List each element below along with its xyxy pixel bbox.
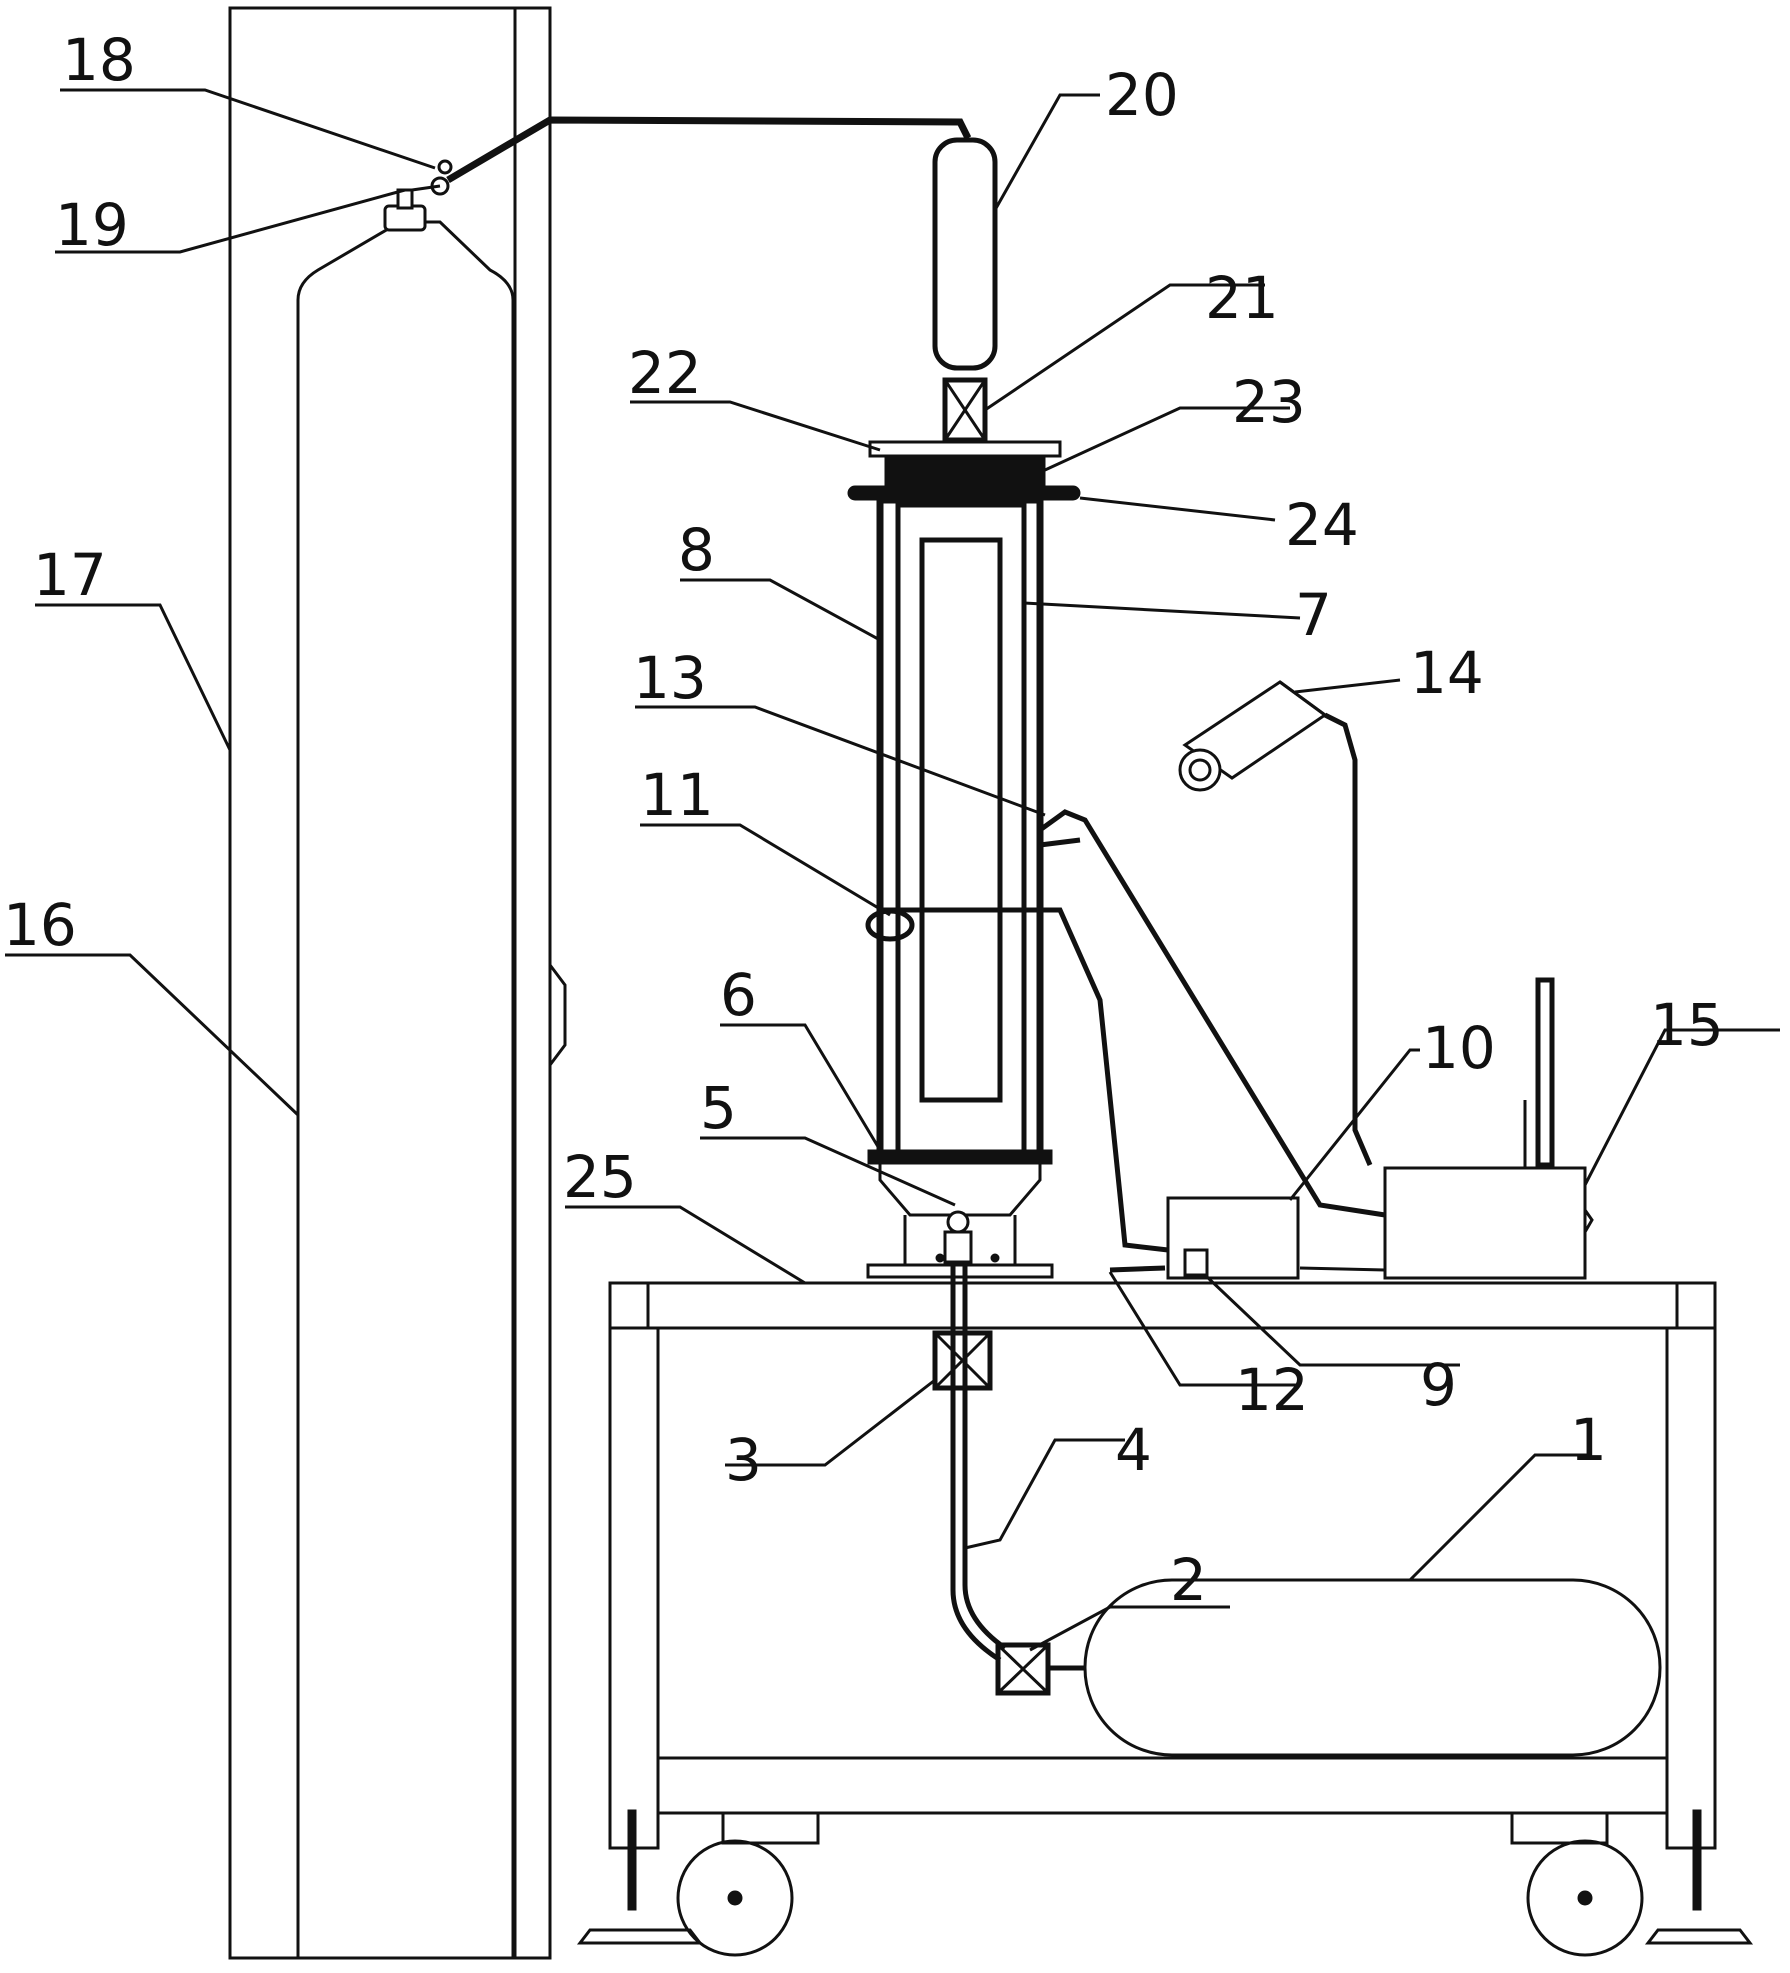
label-12: 12 <box>1235 1356 1309 1424</box>
label-2: 2 <box>1170 1546 1207 1614</box>
label-10: 10 <box>1422 1014 1496 1082</box>
label-17: 17 <box>33 541 107 609</box>
label-4: 4 <box>1115 1416 1152 1484</box>
wheels <box>576 1809 1754 1957</box>
label-15: 15 <box>1650 991 1724 1059</box>
label-22: 22 <box>628 339 702 407</box>
leader-lines <box>5 88 1780 1652</box>
camera <box>1178 680 1373 1166</box>
top-flanges <box>847 440 1081 501</box>
label-5: 5 <box>700 1074 737 1142</box>
sensor-cables <box>865 809 1386 1273</box>
table <box>608 1281 1717 1850</box>
label-8: 8 <box>678 516 715 584</box>
label-14: 14 <box>1410 639 1484 707</box>
gas-cylinder <box>296 188 515 1958</box>
label-24: 24 <box>1285 491 1359 559</box>
cabinet <box>228 6 567 1960</box>
gas-pipe <box>446 116 972 184</box>
label-18: 18 <box>62 26 136 94</box>
label-25: 25 <box>563 1143 637 1211</box>
label-1: 1 <box>1570 1406 1607 1474</box>
labels: 18 19 20 21 22 23 24 8 7 13 14 11 17 16 … <box>3 26 1724 1614</box>
label-23: 23 <box>1232 368 1306 436</box>
lower-pipe <box>932 1262 1007 1663</box>
top-reservoir <box>932 137 998 443</box>
label-6: 6 <box>720 961 757 1029</box>
label-21: 21 <box>1205 264 1279 332</box>
chamber-base <box>866 1164 1054 1279</box>
label-11: 11 <box>640 761 714 829</box>
label-underlines <box>5 88 775 1209</box>
label-16: 16 <box>3 891 77 959</box>
label-7: 7 <box>1295 581 1332 649</box>
computer-unit <box>1299 977 1594 1280</box>
cylinder-valve <box>411 159 453 196</box>
label-19: 19 <box>55 191 129 259</box>
label-20: 20 <box>1105 61 1179 129</box>
label-9: 9 <box>1420 1351 1457 1419</box>
main-chamber <box>867 496 1053 1165</box>
control-box <box>1166 1196 1300 1280</box>
label-13: 13 <box>633 644 707 712</box>
label-3: 3 <box>725 1426 762 1494</box>
air-tank <box>995 1578 1662 1757</box>
